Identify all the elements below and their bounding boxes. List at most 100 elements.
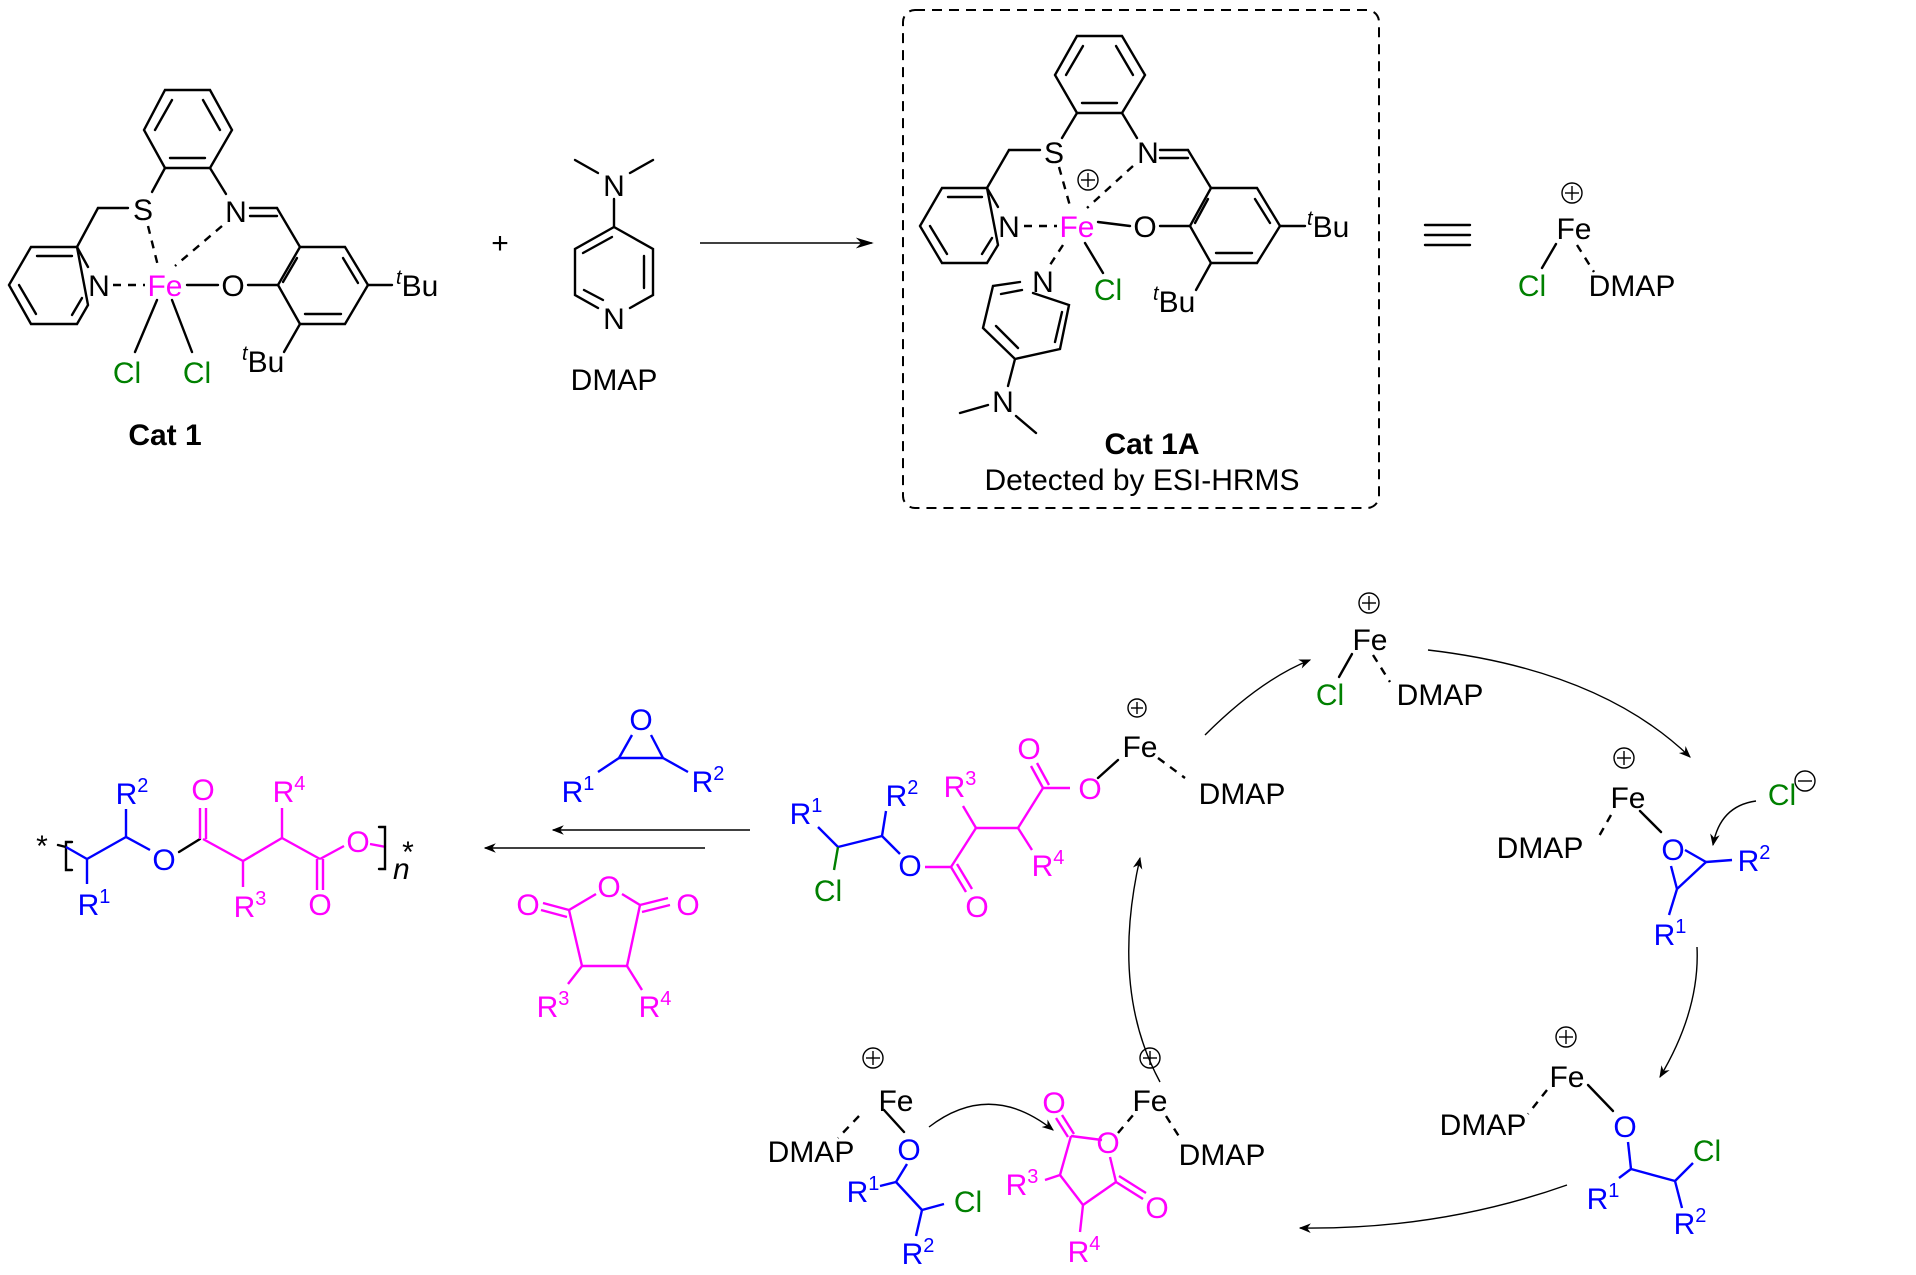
bond — [1044, 1173, 1061, 1182]
cycle-arrow — [1298, 1184, 1568, 1233]
cat1a-phenol-ring — [1188, 186, 1282, 265]
epoxide-bond — [597, 757, 620, 773]
fe-chloride-species: Fe Cl DMAP — [1316, 592, 1484, 712]
atom-O: O — [346, 826, 369, 859]
tbu-label: tBu — [1307, 208, 1349, 244]
cat1a-coord-bond — [1086, 165, 1134, 209]
r-group: R1 — [1587, 1180, 1620, 1216]
atom-O: O — [597, 871, 620, 904]
ligand-dmap: DMAP — [1199, 778, 1286, 811]
cat1-bond — [208, 166, 228, 196]
r-group: R2 — [886, 777, 919, 813]
tbu-label: tBu — [242, 343, 284, 379]
plus-sign: + — [491, 227, 509, 260]
atom-O: O — [308, 889, 331, 922]
nucleophilic-attack-arrow — [1710, 800, 1757, 847]
dmap-double-bond — [582, 288, 605, 302]
r-group: R2 — [692, 763, 725, 799]
cat1-coord-bond — [146, 225, 160, 267]
tbu-label: tBu — [396, 267, 438, 303]
atom-N: N — [88, 270, 110, 303]
r-group: R3 — [944, 768, 977, 804]
cat1a-dmap-ring — [981, 280, 1071, 361]
cat1-coord-bond — [174, 225, 223, 267]
atom-Cl: Cl — [1693, 1135, 1721, 1168]
equivalent-symbol-icon — [1423, 223, 1472, 247]
cat1-double-bond — [70, 296, 84, 317]
atom-Cl: Cl — [814, 875, 842, 908]
bond — [881, 835, 901, 855]
repeat-subscript: n — [393, 853, 410, 886]
cat1a-bond — [958, 403, 990, 415]
atom-N: N — [992, 386, 1014, 419]
coord-bond — [1164, 1115, 1182, 1139]
coord-bond — [1527, 1089, 1548, 1115]
atom-O: O — [898, 850, 921, 883]
cat1-pyridine-ring — [7, 245, 90, 326]
atom-Fe: Fe — [1352, 624, 1387, 657]
dmap-label: DMAP — [571, 364, 658, 397]
double-bond — [1054, 1117, 1070, 1138]
anhydride-bond — [567, 965, 583, 985]
cycle-arrow — [1204, 659, 1312, 736]
atom-Cl: Cl — [183, 357, 211, 390]
r-group: R1 — [847, 1173, 880, 1209]
ligand-dmap: DMAP — [1397, 679, 1484, 712]
bond — [895, 1181, 923, 1211]
atom-Cl: Cl — [1518, 270, 1546, 303]
chloride-ion: Cl — [1710, 770, 1816, 847]
anhydride-double-bond — [542, 901, 570, 912]
ligand-dmap: DMAP — [1589, 270, 1676, 303]
cat1a-bond — [985, 148, 1011, 190]
fe-cl-bond — [1540, 242, 1558, 270]
epoxide-monomer: O R1 R2 — [562, 704, 725, 809]
atom-O: O — [1096, 1127, 1119, 1160]
polymer-bond — [177, 837, 202, 854]
bond — [961, 805, 978, 829]
fe-cl-bond — [1337, 652, 1354, 679]
polymer-bond — [65, 845, 88, 861]
positive-charge-icon — [1555, 1026, 1577, 1048]
cat1-label: Cat 1 — [128, 419, 201, 452]
double-bond — [1035, 762, 1051, 786]
anhydride-double-bond — [639, 896, 669, 907]
anhydride-double-bond — [540, 908, 568, 919]
cat1a-coord-bond — [1046, 244, 1065, 269]
bond — [832, 846, 840, 871]
cat1a-double-bond — [980, 236, 994, 256]
cat1-double-bond — [281, 256, 299, 284]
atom-O: O — [1661, 834, 1684, 867]
positive-charge-icon — [1077, 169, 1099, 191]
positive-charge-icon — [1358, 592, 1380, 614]
r-group: R2 — [1738, 842, 1771, 878]
cat1a-bond — [1083, 241, 1105, 275]
coord-bond — [1596, 814, 1613, 839]
r-group: R2 — [1674, 1205, 1707, 1241]
double-bond — [955, 863, 974, 890]
polymer-bond — [56, 843, 68, 849]
cat1a-label: Cat 1A — [1104, 428, 1199, 461]
ligand-dmap: DMAP — [1440, 1109, 1527, 1142]
bond — [921, 1202, 945, 1212]
atom-Cl: Cl — [1768, 779, 1796, 812]
cat1-structure: S N N Fe O Cl Cl tBu tBu Cat 1 — [7, 88, 438, 452]
atom-O: O — [1145, 1192, 1168, 1225]
cat1a-double-bond — [1064, 44, 1085, 77]
atom-O: O — [516, 889, 539, 922]
r-group: R4 — [1068, 1233, 1101, 1269]
bond — [1618, 1168, 1632, 1179]
cat1-bond — [75, 206, 100, 249]
atom-Fe: Fe — [147, 270, 182, 303]
atom-Cl: Cl — [954, 1186, 982, 1219]
dmap-structure: N N DMAP — [571, 158, 658, 397]
alkoxide-species-right: Fe DMAP O Cl R1 R2 — [1440, 1026, 1721, 1241]
double-bond — [1118, 1174, 1147, 1195]
atom-S: S — [133, 194, 153, 227]
detection-note: Detected by ESI-HRMS — [984, 464, 1299, 497]
simplified-catalyst: Fe Cl DMAP — [1518, 182, 1676, 303]
epoxide-bond — [617, 734, 634, 759]
polymer-end-star: * — [402, 836, 414, 869]
polymer-bond — [281, 836, 321, 861]
atom-N: N — [1032, 266, 1054, 299]
